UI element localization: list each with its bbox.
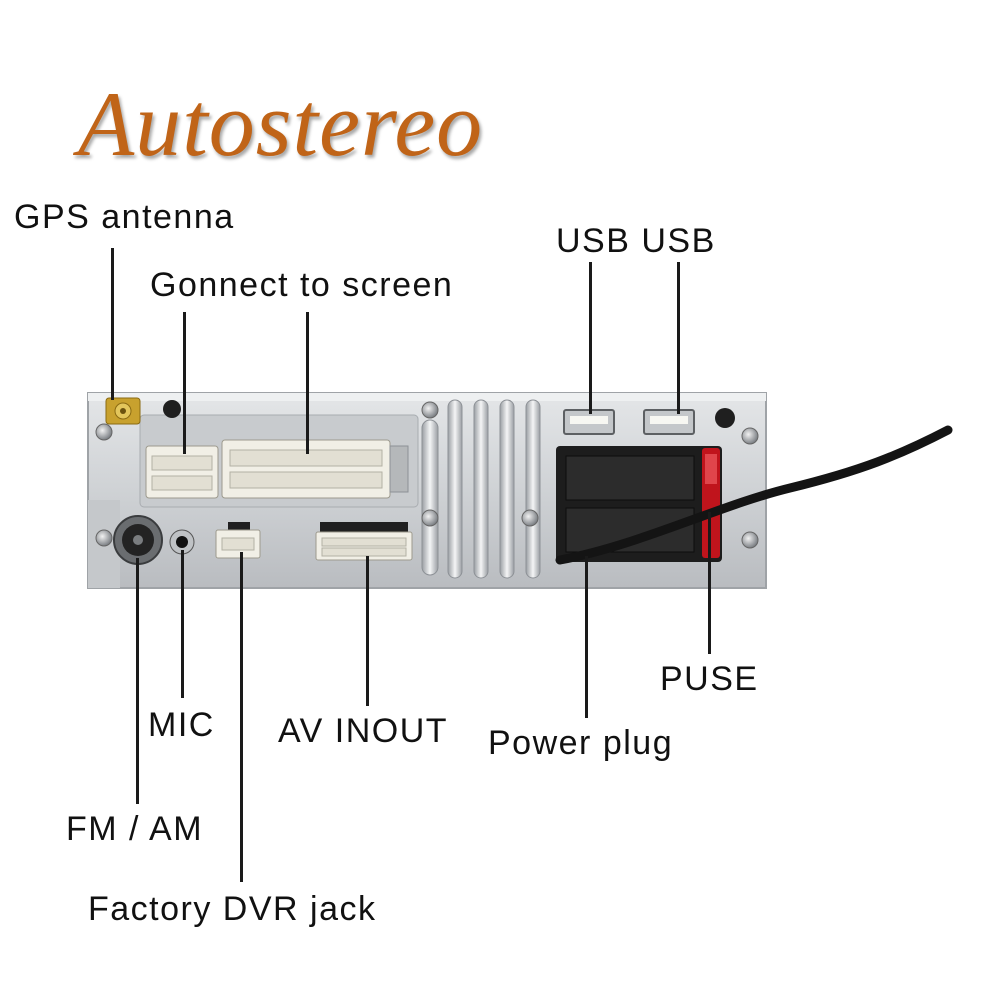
factory-dvr-jack-label: Factory DVR jack — [88, 890, 377, 928]
power-plug[interactable] — [556, 446, 722, 562]
dvr-leader-line — [240, 552, 243, 882]
fm-am-label: FM / AM — [66, 810, 204, 848]
screen-connector-large[interactable] — [221, 439, 409, 499]
fm-am-leader-line — [136, 558, 139, 804]
fm-am-antenna-socket[interactable] — [113, 515, 163, 565]
gps-antenna-leader-line — [111, 248, 114, 400]
usb-port-2[interactable] — [643, 409, 695, 435]
gps-antenna-connector[interactable] — [105, 397, 181, 425]
fuse[interactable] — [702, 448, 720, 558]
brand-logo: Autostereo — [78, 73, 484, 175]
fuse-label: PUSE — [660, 660, 759, 698]
av-leader-line — [366, 556, 369, 706]
av-inout-label: AV INOUT — [278, 712, 449, 750]
factory-dvr-jack[interactable] — [215, 522, 261, 559]
status-hole — [715, 408, 735, 428]
external-cable — [555, 425, 953, 565]
vent-slots — [421, 399, 541, 579]
screen-large-leader-line — [306, 312, 309, 454]
usb-port-1[interactable] — [563, 409, 615, 435]
usb-2-leader-line — [677, 262, 680, 414]
usb-1-leader-line — [589, 262, 592, 414]
mic-leader-line — [181, 550, 184, 698]
connect-to-screen-label: Gonnect to screen — [150, 266, 454, 304]
power-plug-label: Power plug — [488, 724, 674, 762]
fuse-leader-line — [708, 512, 711, 654]
screen-small-leader-line — [183, 312, 186, 454]
gps-antenna-label: GPS antenna — [14, 198, 235, 236]
power-plug-leader-line — [585, 556, 588, 718]
usb-ports-label: USB USB — [556, 222, 716, 260]
mic-label: MIC — [148, 706, 215, 744]
screen-connector-small[interactable] — [145, 445, 219, 499]
av-inout-connector[interactable] — [315, 522, 413, 561]
